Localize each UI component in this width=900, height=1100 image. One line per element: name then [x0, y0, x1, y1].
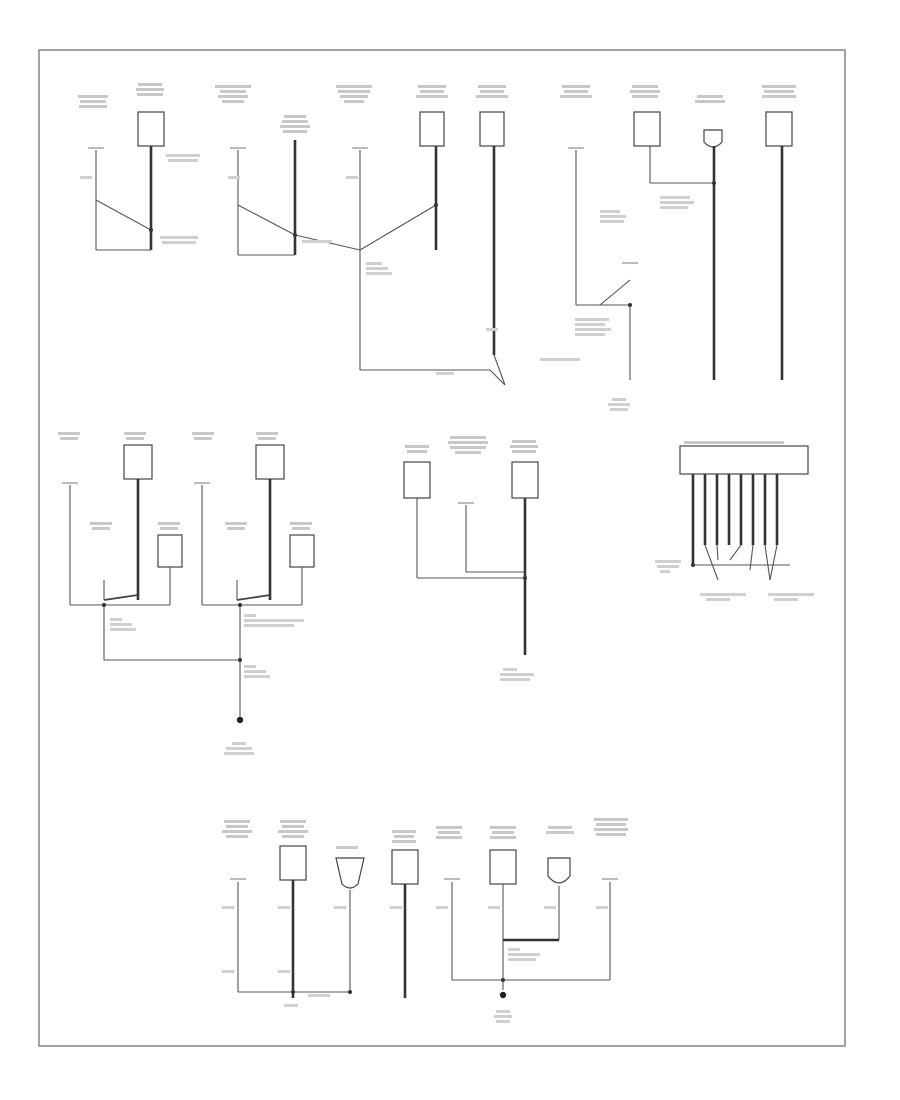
- middle-center-annotations: [500, 668, 534, 681]
- bottom-annotations: [222, 906, 608, 1023]
- ground-point-g1: [236, 716, 244, 724]
- relay-block-1: [123, 444, 153, 480]
- sensor-component-1: [703, 129, 723, 148]
- top-section: [78, 83, 796, 411]
- module-box-2: [511, 461, 539, 499]
- middle-left-labels: [58, 432, 312, 530]
- middle-center-labels: [405, 436, 538, 454]
- connector-block-2: [419, 111, 445, 147]
- top-row-labels: [78, 83, 796, 133]
- middle-right-section: [655, 441, 814, 601]
- connector-block-3: [479, 111, 505, 147]
- relay-block-4: [289, 534, 315, 568]
- relay-block-3: [157, 534, 183, 568]
- control-module-header: [679, 445, 809, 475]
- connector-block-6: [279, 845, 307, 881]
- connector-block-1: [137, 111, 165, 147]
- control-module-wires: [691, 474, 790, 581]
- ground-point-g2: [499, 991, 507, 999]
- pin-markers: [62, 147, 638, 880]
- connector-block-8: [489, 849, 517, 885]
- connector-block-7: [391, 849, 419, 885]
- relay-block-2: [255, 444, 285, 480]
- middle-left-section: [58, 432, 315, 755]
- connector-block-4: [633, 111, 661, 147]
- bottom-section: [222, 818, 628, 1023]
- module-box-1: [403, 461, 431, 499]
- connector-block-5: [765, 111, 793, 147]
- middle-right-annotations: [655, 560, 814, 601]
- sensor-component-3: [547, 857, 571, 884]
- bottom-row-labels: [222, 818, 628, 849]
- top-annotations: [80, 154, 694, 411]
- middle-center-section: [403, 436, 539, 681]
- sensor-component-2: [335, 857, 365, 889]
- diagram-border: [38, 49, 846, 1047]
- middle-left-annotations: [110, 614, 304, 755]
